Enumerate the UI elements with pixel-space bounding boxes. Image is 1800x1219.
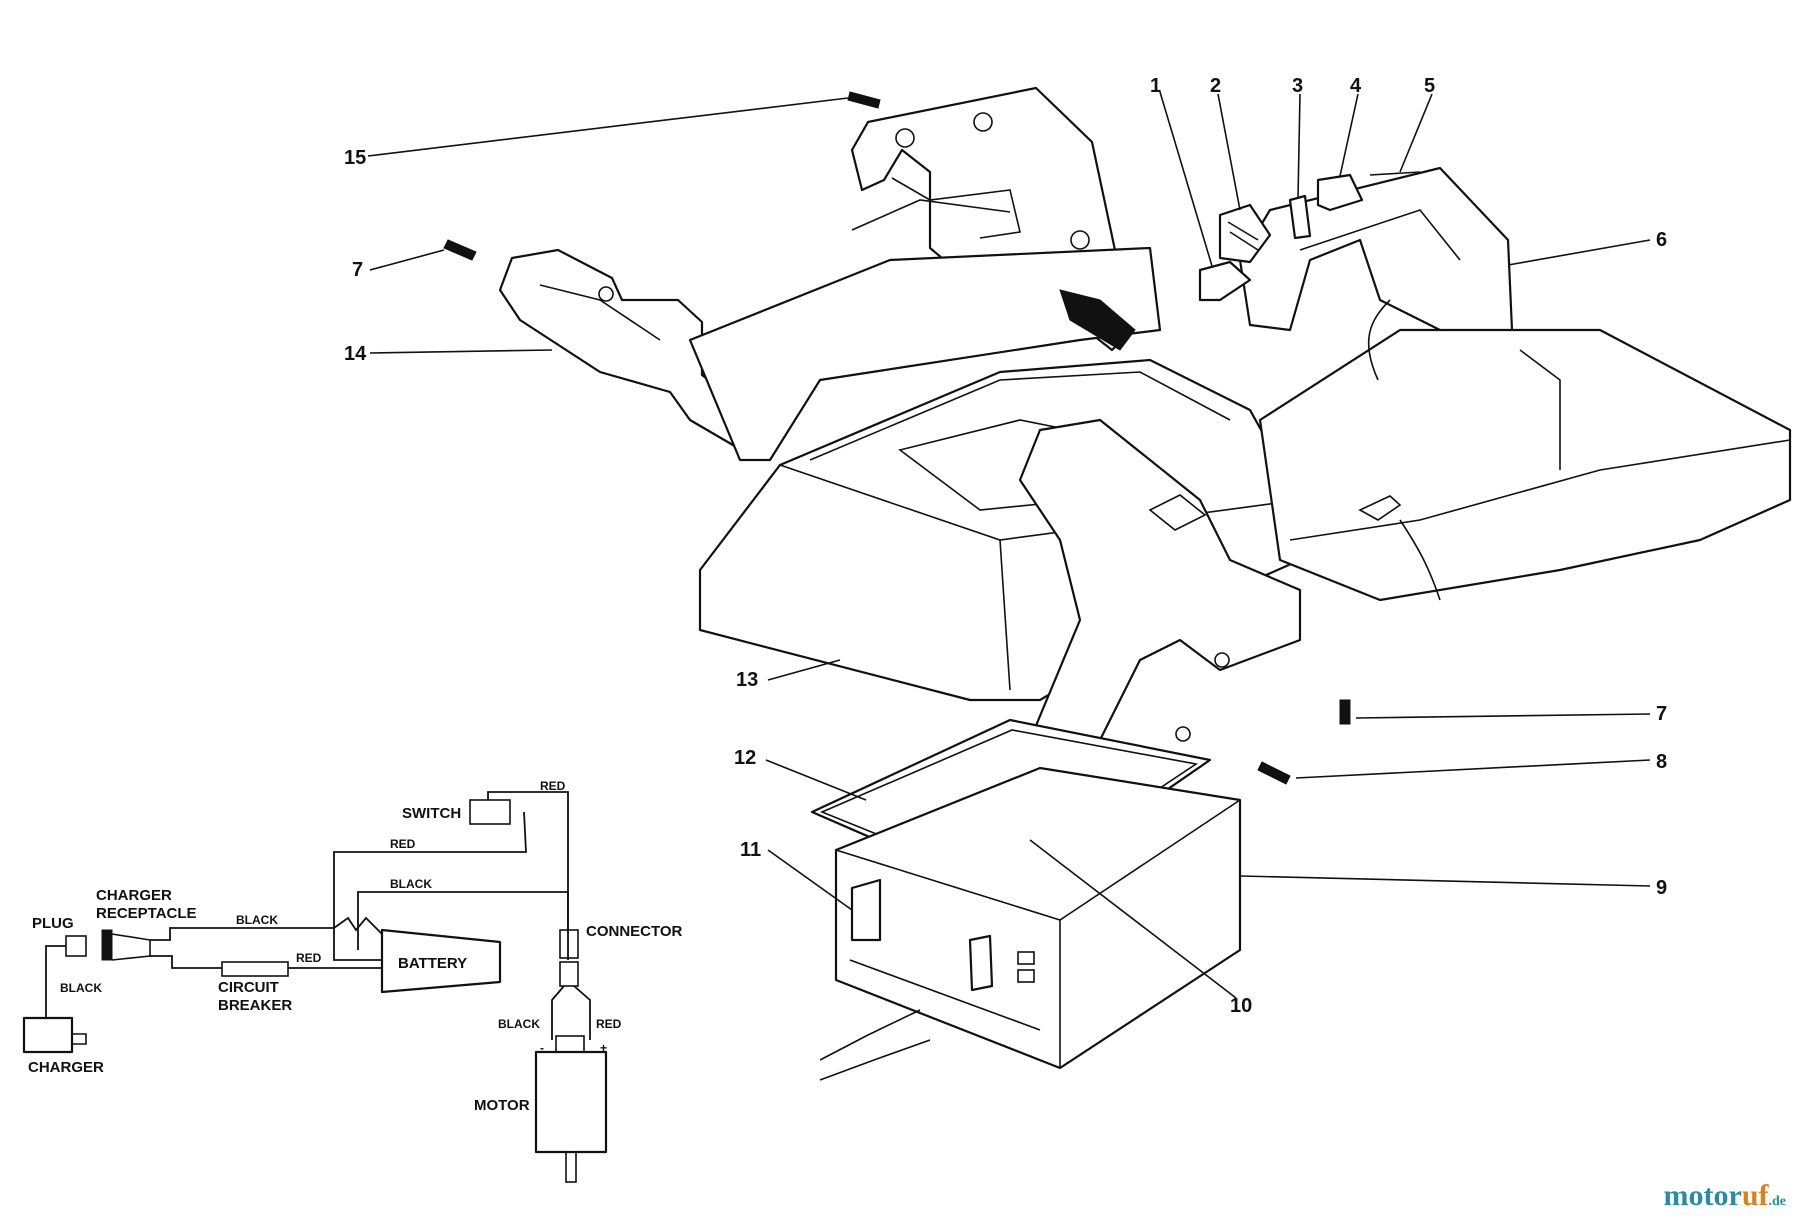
screw-7-top: [443, 239, 477, 261]
front-arm: [1018, 418, 1302, 792]
callout-7-bottom: 7: [1656, 703, 1667, 725]
wiring-black-motor: BLACK: [498, 1017, 540, 1031]
wiring-black-left: BLACK: [236, 913, 278, 927]
switch-part-1: [1198, 260, 1252, 302]
watermark-main: motor: [1663, 1179, 1742, 1212]
callout-15: 15: [344, 147, 366, 169]
screw-7-bottom: [1339, 699, 1351, 725]
battery-case-9: [834, 766, 1242, 1070]
screw-15: [847, 91, 881, 109]
callout-11: 11: [740, 839, 761, 861]
motor-symbol: [534, 1050, 608, 1154]
screw-8: [1257, 761, 1291, 785]
wiring-charger-receptacle-2: RECEPTACLE: [96, 905, 197, 922]
callout-8: 8: [1656, 751, 1667, 773]
callout-10: 10: [1230, 995, 1252, 1017]
battery-box: [810, 718, 1242, 1081]
callout-14: 14: [344, 343, 367, 365]
right-frame: [1238, 166, 1514, 352]
battery-terminal-1: [1017, 951, 1035, 965]
wiring-charger-receptacle-1: CHARGER: [96, 887, 172, 904]
wiring-breaker-label: BREAKER: [218, 997, 292, 1014]
terminal-cap: [968, 934, 994, 992]
callouts: 1 2 3 4 5 6 7 7 8 9 10 11 12 13 14 15: [344, 75, 1667, 1017]
wiring-connector-label: CONNECTOR: [586, 923, 683, 940]
wiring-circuit-label: CIRCUIT: [218, 979, 279, 996]
switch-part-3: [1288, 194, 1312, 240]
callout-4: 4: [1350, 75, 1362, 97]
wiring-plug-label: PLUG: [32, 915, 74, 932]
charger-symbol: [22, 1016, 74, 1054]
bracket-hole-2: [973, 112, 993, 132]
battery-strap-11: [850, 878, 882, 942]
wiring-black-mid: BLACK: [390, 877, 432, 891]
wiring-red-breaker: RED: [296, 951, 322, 965]
switch-part-4: [1316, 173, 1364, 212]
callout-7-top: 7: [352, 259, 363, 281]
callout-2: 2: [1210, 75, 1221, 97]
site-watermark: motoruf.de: [1664, 1179, 1786, 1213]
battery-terminal-2: [1017, 969, 1035, 983]
callout-1: 1: [1150, 75, 1161, 97]
wiring-diagram: SWITCH RED RED BLACK CHARGER RECEPTACLE …: [22, 779, 683, 1183]
bracket-hole-1: [895, 128, 915, 148]
leader-lines: [367, 91, 1651, 999]
callout-13: 13: [736, 669, 758, 691]
wiring-minus: -: [540, 1041, 544, 1055]
wiring-battery-label: BATTERY: [398, 955, 467, 972]
circuit-breaker-symbol: [221, 961, 289, 977]
base-platform: [1258, 328, 1792, 602]
callout-6: 6: [1656, 229, 1667, 251]
battery-symbol: [380, 928, 502, 994]
wiring-red-mid: RED: [390, 837, 416, 851]
rear-rail: [688, 246, 1162, 462]
switch-symbol: [469, 799, 511, 825]
strap: [1059, 289, 1136, 351]
bracket-hole-3: [1070, 230, 1090, 250]
wiring-plus: +: [600, 1041, 607, 1055]
wiring-red-motor: RED: [596, 1017, 622, 1031]
handle-hole: [598, 286, 614, 302]
switch-part-5: [1369, 171, 1421, 176]
plug-symbol: [65, 935, 87, 957]
charger-receptacle-symbol: [101, 929, 113, 961]
wiring-black-plug: BLACK: [60, 981, 102, 995]
wiring-switch-label: SWITCH: [402, 805, 461, 822]
arm-hole-2: [1175, 726, 1191, 742]
body-assembly: TO: [443, 86, 1792, 792]
arm-hole-1: [1214, 652, 1230, 668]
wiring-charger-label: CHARGER: [28, 1059, 104, 1076]
wiring-red-top: RED: [540, 779, 566, 793]
switch-part-2: [1218, 203, 1272, 264]
callout-3: 3: [1292, 75, 1303, 97]
callout-9: 9: [1656, 877, 1667, 899]
watermark-tld: .de: [1768, 1194, 1787, 1209]
watermark-accent: uf: [1741, 1179, 1769, 1212]
callout-12: 12: [734, 747, 756, 769]
connector-symbol: [559, 929, 579, 959]
callout-5: 5: [1424, 75, 1435, 97]
wiring-motor-label: MOTOR: [474, 1097, 530, 1114]
